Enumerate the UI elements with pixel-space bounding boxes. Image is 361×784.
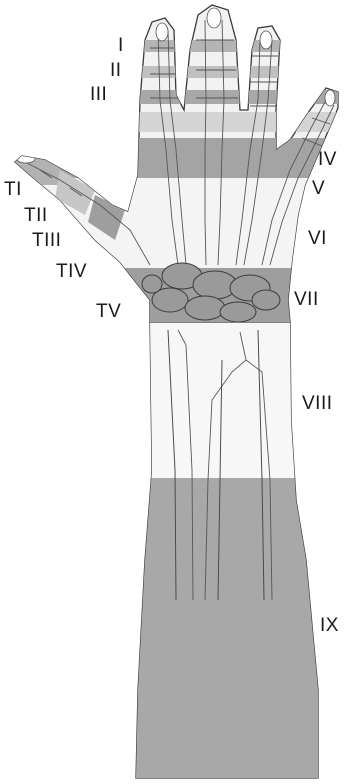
nail-index xyxy=(156,23,168,41)
zone-ix-shade xyxy=(120,478,340,784)
label-v: V xyxy=(312,178,325,199)
label-vi: VI xyxy=(308,228,327,249)
nail-ring xyxy=(260,31,272,49)
label-tiv: TIV xyxy=(56,261,87,282)
label-iv: IV xyxy=(318,149,337,170)
zone-vi-band xyxy=(0,178,361,268)
nail-middle xyxy=(207,8,221,28)
label-tii: TII xyxy=(24,205,48,226)
finger-band-3 xyxy=(0,90,361,104)
label-vii: VII xyxy=(294,289,319,310)
label-ii: II xyxy=(110,60,122,81)
label-tv: TV xyxy=(96,301,121,322)
forearm xyxy=(120,322,340,784)
finger-band-4 xyxy=(0,112,361,132)
label-iii: III xyxy=(90,84,107,105)
label-i: I xyxy=(118,35,124,56)
finger-band-1 xyxy=(0,40,361,52)
label-ix: IX xyxy=(320,615,339,636)
hand xyxy=(0,5,361,324)
nail-little xyxy=(325,90,335,106)
label-viii: VIII xyxy=(302,393,333,414)
finger-band-2 xyxy=(0,66,361,78)
label-tiii: TIII xyxy=(32,230,61,251)
label-ti: TI xyxy=(4,179,22,200)
